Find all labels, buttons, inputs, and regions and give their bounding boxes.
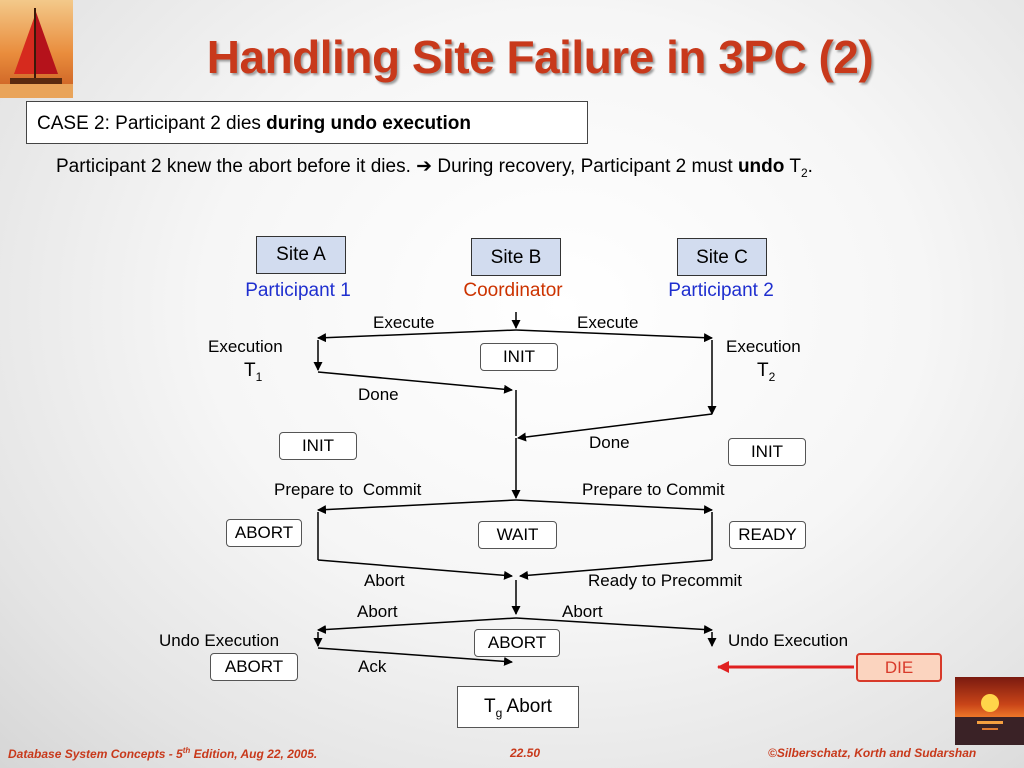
site-b-box: Site B bbox=[471, 238, 561, 276]
t2-t: T bbox=[757, 360, 769, 381]
done-left-label: Done bbox=[358, 385, 399, 404]
page-title: Handling Site Failure in 3PC (2) bbox=[206, 31, 874, 83]
done-right-label: Done bbox=[589, 433, 630, 452]
site-c-box: Site C bbox=[677, 238, 767, 276]
case-bold: during undo execution bbox=[266, 113, 471, 134]
abort-from-a-label: Abort bbox=[364, 571, 405, 590]
subtitle: Participant 2 knew the abort before it d… bbox=[56, 155, 813, 180]
site-b-role: Coordinator bbox=[463, 280, 563, 301]
site-a-abort-final-state: ABORT bbox=[210, 653, 298, 681]
site-b-label: Site B bbox=[490, 247, 542, 268]
execute-right-label: Execute bbox=[577, 313, 639, 332]
footer-left: Database System Concepts - 5th Edition, … bbox=[8, 746, 317, 761]
tg-abort-box: Tg Abort bbox=[457, 686, 579, 728]
site-c-die-state: DIE bbox=[856, 653, 942, 682]
footer-left-prefix: Database System Concepts - 5 bbox=[8, 747, 183, 761]
t2-label: T2 bbox=[757, 360, 775, 384]
sunset-logo bbox=[955, 677, 1024, 745]
site-b-wait-state: WAIT bbox=[478, 521, 557, 549]
footer-left-sup: th bbox=[182, 746, 191, 755]
abort-to-a-label: Abort bbox=[357, 602, 398, 621]
arrow-icon: ➔ bbox=[416, 156, 433, 177]
footer-left-suffix: Edition, Aug 22, 2005. bbox=[190, 747, 318, 761]
execution-left-label: Execution bbox=[208, 337, 283, 356]
site-b-abort-state: ABORT bbox=[474, 629, 560, 657]
footer-copyright: ©Silberschatz, Korth and Sudarshan bbox=[768, 746, 977, 760]
execute-left-label: Execute bbox=[373, 313, 435, 332]
site-c-role: Participant 2 bbox=[668, 280, 774, 301]
prepare-left-label: Prepare to Commit bbox=[274, 480, 422, 499]
execution-right-label: Execution bbox=[726, 337, 801, 356]
prepare-right-label: Prepare to Commit bbox=[582, 480, 725, 499]
site-a-abort-state: ABORT bbox=[226, 519, 302, 547]
site-a-role: Participant 1 bbox=[245, 280, 351, 301]
site-c-label: Site C bbox=[696, 247, 748, 268]
t1-t: T bbox=[244, 360, 256, 381]
tg-t: T bbox=[484, 696, 496, 717]
abort-to-c-label: Abort bbox=[562, 602, 603, 621]
ack-label: Ack bbox=[358, 657, 387, 676]
subtitle-t: T bbox=[784, 156, 801, 177]
site-a-label: Site A bbox=[276, 244, 326, 265]
t1-label: T1 bbox=[244, 360, 262, 384]
sailboat-logo bbox=[0, 0, 73, 98]
t1-sub: 1 bbox=[255, 369, 263, 384]
subtitle-bold: undo bbox=[737, 156, 785, 177]
case-prefix: CASE 2: Participant 2 dies bbox=[37, 113, 267, 134]
undo-right-label: Undo Execution bbox=[728, 631, 849, 650]
t2-sub: 2 bbox=[768, 369, 776, 384]
subtitle-sub: 2 bbox=[800, 165, 808, 180]
site-c-init-state: INIT bbox=[728, 438, 806, 466]
site-c-ready-state: READY bbox=[729, 521, 806, 549]
site-a-box: Site A bbox=[256, 236, 346, 274]
subtitle-text-2: During recovery, Participant 2 must bbox=[432, 156, 738, 177]
ready-precommit-label: Ready to Precommit bbox=[588, 571, 742, 590]
tg-text: Abort bbox=[502, 696, 552, 717]
footer-page-number: 22.50 bbox=[510, 746, 541, 760]
case-box: CASE 2: Participant 2 dies during undo e… bbox=[26, 101, 588, 144]
tg-sub: g bbox=[495, 705, 503, 720]
subtitle-text-1: Participant 2 knew the abort before it d… bbox=[56, 156, 417, 177]
site-a-init-state: INIT bbox=[279, 432, 357, 460]
undo-left-label: Undo Execution bbox=[159, 631, 280, 650]
site-b-init-state: INIT bbox=[480, 343, 558, 371]
subtitle-end: . bbox=[807, 156, 813, 177]
